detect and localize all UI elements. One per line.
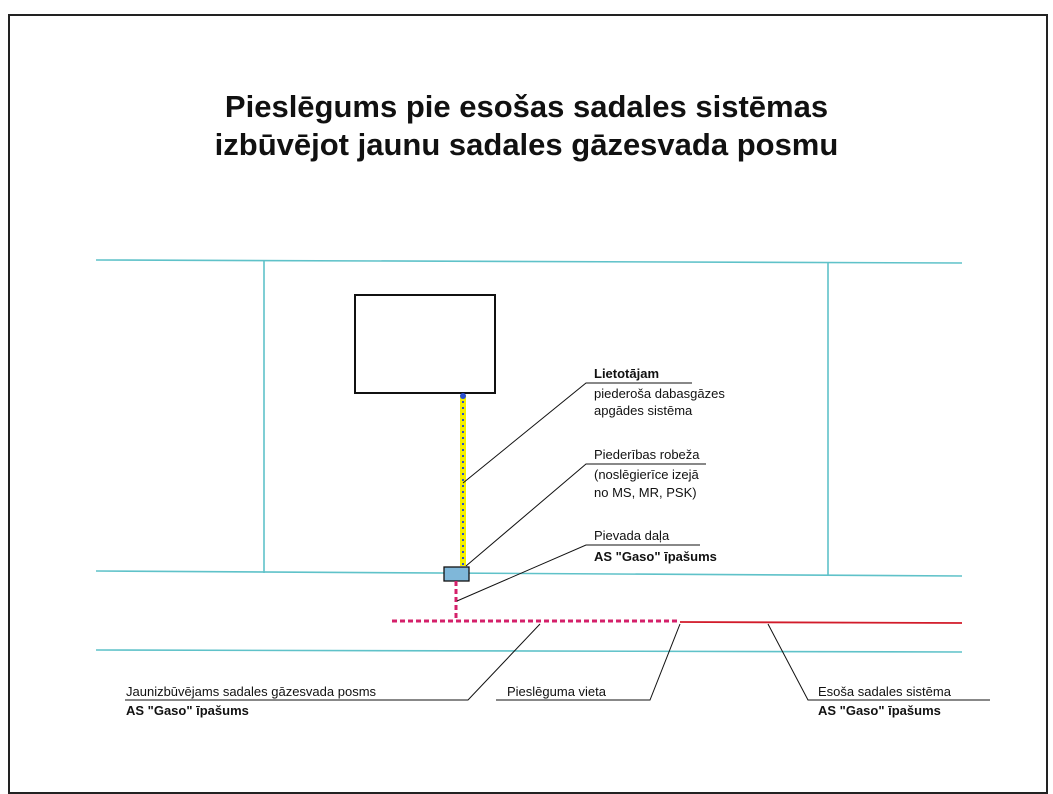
label-lietotajam-line2: piederoša dabasgāzes [594, 386, 725, 401]
site-diagram: Lietotājam piederoša dabasgāzes apgādes … [95, 259, 990, 718]
leader-lietotajam [462, 382, 692, 484]
boundary-street-lower [95, 649, 963, 653]
existing-distribution-pipe [679, 621, 963, 624]
title-line-2: izbūvējot jaunu sadales gāzesvada posmu [214, 127, 839, 162]
label-pievada-line1: Pievada daļa [594, 528, 670, 543]
label-esosa-line1: Esoša sadales sistēma [818, 684, 952, 699]
title-line-1: Pieslēgums pie esošas sadales sistēmas [224, 89, 829, 124]
diagram-title: Pieslēgums pie esošas sadales sistēmas i… [0, 88, 1053, 164]
leader-esosa [767, 623, 990, 701]
leader-pievada [456, 544, 700, 602]
leader-piederibas [465, 463, 706, 567]
label-jaunizbuvejams-bold: AS "Gaso" īpašums [126, 703, 249, 718]
leader-jaunizbuvejams [125, 623, 541, 701]
label-lietotajam-line3: apgādes sistēma [594, 403, 693, 418]
label-esosa-bold: AS "Gaso" īpašums [818, 703, 941, 718]
label-jaunizbuvejams-line1: Jaunizbūvējams sadales gāzesvada posms [126, 684, 377, 699]
shutoff-valve-box [443, 566, 470, 582]
label-pievada-bold: AS "Gaso" īpašums [594, 549, 717, 564]
property-boundaries [95, 259, 963, 653]
label-piederibas-line1: Piederības robeža [594, 447, 700, 462]
leader-pieslegums [496, 623, 681, 701]
label-piederibas-line3: no MS, MR, PSK) [594, 485, 697, 500]
boundary-top [95, 259, 963, 264]
boundary-street-upper [95, 570, 963, 577]
label-piederibas-line2: (noslēgierīce izejā [594, 467, 700, 482]
building-entry-point [460, 393, 466, 399]
customer-pipe [460, 393, 466, 566]
label-lietotajam-bold: Lietotājam [594, 366, 659, 381]
label-pieslegums: Pieslēguma vieta [507, 684, 607, 699]
building [354, 294, 496, 394]
leader-lines [125, 382, 990, 701]
